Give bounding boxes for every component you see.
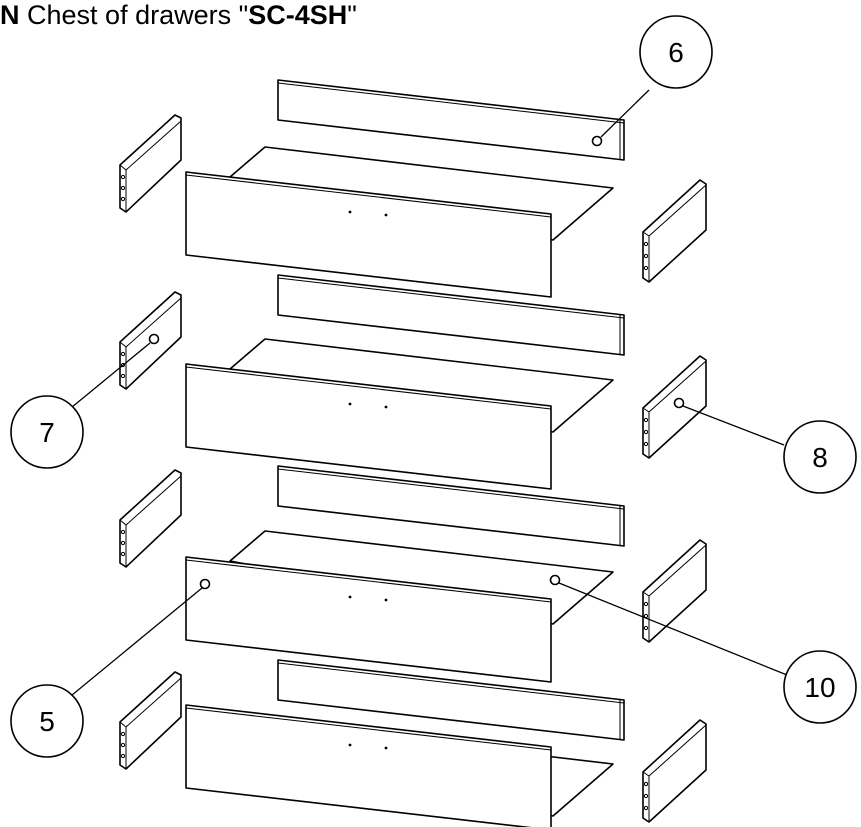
- callout-circle: [783, 420, 857, 494]
- drawer-2-back-panel: [277, 274, 625, 356]
- drawer-3-left-side: [119, 469, 182, 568]
- callout-6: 6: [639, 15, 713, 89]
- callout-label: 7: [39, 417, 55, 448]
- callout-10: 10: [783, 650, 857, 724]
- callout-label: 6: [668, 37, 684, 68]
- callout-8: 8: [783, 420, 857, 494]
- fitting-marker-8: [673, 397, 685, 409]
- callout-circle: [783, 650, 857, 724]
- callout-circle: [639, 15, 713, 89]
- fitting-marker-5: [199, 578, 211, 590]
- drawer-1-right-side: [642, 179, 707, 283]
- title-prefix: N: [0, 0, 20, 30]
- fitting-marker-7: [148, 333, 160, 345]
- callout-circle: [10, 395, 84, 469]
- drawer-2: [119, 274, 707, 490]
- callout-label: 8: [812, 442, 828, 473]
- leader-line-5: [65, 587, 203, 701]
- drawer-1-left-side: [119, 114, 182, 213]
- drawer-3: [119, 465, 707, 683]
- drawer-2-right-side: [642, 355, 707, 459]
- model-close-quote: ": [347, 0, 357, 30]
- callout-label: 5: [39, 706, 55, 737]
- drawer-4-right-side: [642, 719, 707, 823]
- drawer-1-back-panel: [277, 79, 625, 161]
- diagram-title: N Chest of drawers "SC-4SH": [0, 0, 357, 32]
- drawer-3-right-side: [642, 539, 707, 643]
- fitting-marker-6: [591, 135, 603, 147]
- callout-7: 7: [10, 395, 84, 469]
- leader-line-8: [682, 405, 785, 446]
- callout-circle: [10, 684, 84, 758]
- leader-line-10: [558, 582, 788, 676]
- leader-line-7: [65, 342, 151, 413]
- model-code: SC-4SH: [248, 0, 348, 30]
- callout-5: 5: [10, 684, 84, 758]
- title-text: Chest of drawers: [27, 0, 232, 30]
- fitting-marker-10: [549, 574, 561, 586]
- model-open-quote: ": [238, 0, 249, 30]
- drawer-4-left-side: [119, 671, 182, 770]
- callout-label: 10: [804, 672, 835, 703]
- drawer-1: [119, 79, 707, 298]
- leader-line-6: [600, 89, 650, 138]
- drawer-4: [119, 659, 707, 827]
